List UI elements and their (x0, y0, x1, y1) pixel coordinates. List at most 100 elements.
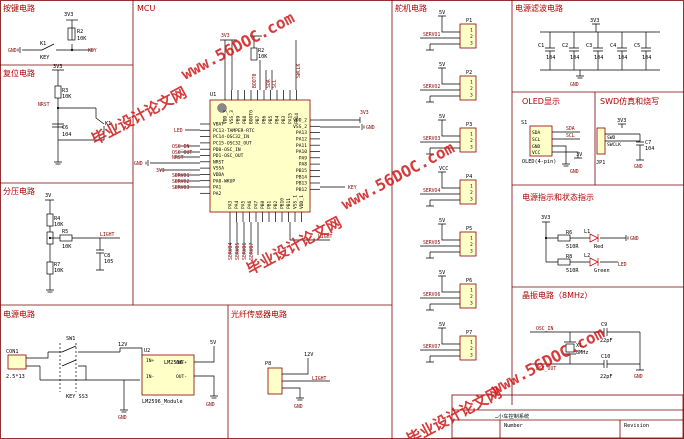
servo-connector-ref: P2 (466, 70, 472, 76)
section-title-servo: 舵机电路 (395, 3, 427, 13)
mcu-net-osc-out: OSC_OUT (172, 150, 192, 156)
section-title-mcu: MCU (137, 4, 155, 13)
reset-resistor-value: 10K (62, 94, 72, 100)
swd-pin-swclk: SWCLK (607, 142, 621, 148)
oled-vcc: 3V (576, 152, 582, 158)
light-sensor-connector (267, 367, 283, 395)
filter-cap-value: 104 (546, 55, 555, 61)
servo-vcc-wire (438, 119, 460, 137)
indicator-r2-ref: R8 (566, 254, 572, 260)
power-switch-type: KEY SS3 (66, 394, 88, 400)
divider-r1-value: 10K (54, 222, 64, 228)
title-block-revision: Revision (624, 423, 649, 429)
mcu-bottom-pin-label: PB1 (267, 200, 273, 209)
servo-vcc-label: 5V (439, 114, 445, 120)
servo-vcc-wire (438, 327, 460, 345)
swd-circuit: JP1 SWD SWCLK 3V3 C7 104 GND (596, 118, 654, 170)
servo-connector-ref: P4 (466, 174, 472, 180)
oled-pin-scl: SCL (532, 137, 541, 143)
crystal-osc-in: OSC_IN (536, 326, 553, 332)
key-resistor-value: 10K (77, 36, 87, 42)
mcu-bottom-pin-label: VSS_1 (293, 195, 299, 209)
mcu-pin1-marker (217, 103, 227, 113)
mcu-net-3v3: 3V3 (156, 168, 165, 174)
swd-connector (596, 127, 606, 155)
mcu-net-right-3v3: 3V3 (360, 110, 369, 116)
power-connector-type: 2.5*13 (6, 374, 25, 380)
mcu-net-servo2: SERVO2 (172, 179, 189, 185)
mcu-net-right-key: KEY (348, 185, 357, 191)
mcu-net-led: LED (174, 128, 183, 134)
light-sensor-net: LIGHT (312, 376, 327, 382)
crystal-circuit: OSC_IN OSC_OUT X1 8MHz C9 22pF C10 22pF … (530, 322, 644, 380)
section-title-light-sensor: 光纤传感器电路 (231, 309, 287, 319)
servo-vcc-label: 5V (439, 218, 445, 224)
servo-vcc-label: 5V (439, 10, 445, 16)
mcu-right-pin-label: PB15 (296, 168, 307, 174)
indicator-gnd: GND (630, 236, 639, 242)
mcu-right-pin-label: PA8 (299, 162, 308, 168)
swd-vcc: 3V3 (617, 118, 626, 124)
mcu-net-light: LIGHT (318, 234, 333, 240)
servo-vcc-label: 5V (439, 62, 445, 68)
servo-pin-number: 3 (470, 197, 473, 203)
servo-signal-wire (420, 245, 460, 259)
mcu-bottom-pin-label: PB11 (286, 198, 292, 209)
swd-cap-ref: C7 (645, 140, 651, 146)
mcu-net-servo5: SERVO5 (235, 243, 241, 260)
mcu-boot-resistor-value: 10K (258, 54, 268, 60)
crystal-value: 8MHz (576, 350, 589, 356)
mcu-left-pin-label: PD1-OSC_OUT (213, 153, 244, 159)
section-title-divider: 分压电路 (3, 186, 35, 196)
servo-circuit: P11235VSERVO1P21235VSERVO2P31235VSERVO3P… (420, 10, 477, 363)
key-gnd-label: GND (8, 48, 17, 54)
watermark-cn-1: 毕业设计论文网 (88, 83, 189, 148)
mcu-right-pin-label: PA9 (299, 155, 308, 161)
servo-connector-ref: P7 (466, 330, 472, 336)
mcu-bottom-pin-label: PB0 (260, 200, 266, 209)
filter-cap-ref: C1 (538, 43, 544, 49)
servo-connector (459, 127, 477, 153)
mcu-left-pins: VBATPC13-TAMPER-RTCPC14-OSC32_INPC15-OSC… (200, 122, 255, 197)
indicator-r2-value: 510R (566, 268, 579, 274)
servo-vcc-wire (438, 171, 460, 189)
section-title-indicator: 电源指示和状态指示 (522, 192, 594, 202)
reset-switch-ref: K1 (105, 121, 111, 127)
mcu-net-servo3: SERVO3 (172, 185, 189, 191)
mcu-right-pin-label: PB14 (296, 174, 307, 180)
power-module-name: LM2596_Module (142, 399, 183, 405)
power-gnd-label: GND (118, 415, 127, 421)
filter-cap-ref: C2 (562, 43, 568, 49)
indicator-l1-ref: L1 (584, 229, 590, 235)
indicator-r1-value: 510R (566, 244, 579, 250)
divider-r1-ref: R4 (54, 216, 60, 222)
power-connector-ref: CON1 (6, 349, 19, 355)
servo-net-label: SERVO7 (423, 344, 440, 350)
mcu-left-pin-label: VSSA (213, 166, 224, 172)
servo-pin-number: 3 (470, 41, 473, 47)
power-out-plus: OUT+ (176, 360, 187, 366)
mcu-left-pin-label: PD0-OSC_IN (213, 147, 241, 153)
mcu-left-pin-label: PC15-OSC32_OUT (213, 141, 252, 147)
divider-circuit: 3V R4 10K R5 10K R7 10K C8 105 LIGHT (45, 193, 120, 293)
reset-cap-ref: C6 (62, 125, 68, 131)
filter-cap-symbol (641, 32, 651, 70)
mcu-net-servo4: SERVO4 (228, 243, 234, 260)
indicator-l2-ref: L2 (584, 253, 590, 259)
servo-pin-number: 3 (470, 145, 473, 151)
reset-net-label: NRST (38, 102, 50, 108)
oled-net-scl: SCL (566, 133, 575, 139)
servo-vcc-wire (438, 275, 460, 293)
filter-cap-ref: C3 (586, 43, 592, 49)
mcu-left-pin-label: PA0-WKUP (213, 178, 235, 184)
servo-connector (459, 179, 477, 205)
section-title-crystal: 晶振电路（8MHz） (522, 290, 592, 300)
indicator-r1-ref: R6 (566, 230, 572, 236)
crystal-c1-value: 22pF (600, 338, 613, 344)
mcu-bottom-pin-label: PA6 (247, 200, 253, 209)
servo-connector (459, 231, 477, 257)
mcu-bottom-pin-label: PA3 (228, 200, 234, 209)
light-sensor-vcc: 12V (304, 352, 313, 358)
divider-cap-value: 105 (104, 259, 113, 265)
